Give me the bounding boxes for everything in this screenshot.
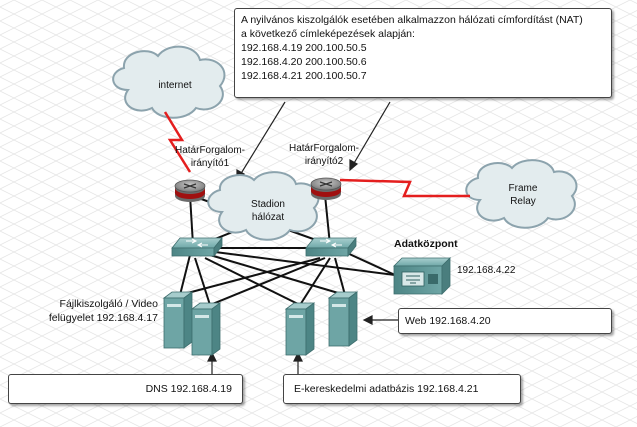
stadium-label: Stadion hálózat: [228, 198, 308, 224]
frame-relay-label-line1: Frame: [508, 183, 538, 194]
router2-label: HatárForgalom- irányító2: [264, 142, 384, 168]
link-sw2-dns: [209, 257, 326, 306]
pointer-line-router2: [349, 101, 391, 171]
datacenter-ip: 192.168.4.22: [457, 265, 516, 276]
ecommerce-callout-text: E-kereskedelmi adatbázis 192.168.4.21: [294, 383, 479, 395]
ecom-callout-arrowhead: [293, 351, 303, 362]
pointer-line-router1: [236, 101, 286, 181]
link-r1-sw1: [189, 194, 194, 246]
switch2-icon: [305, 236, 357, 258]
web-server-icon: [327, 291, 359, 347]
dns-callout-text: DNS 192.168.4.19: [145, 383, 232, 395]
file-video-server-icon: [162, 291, 194, 349]
frame-relay-label: Frame Relay: [488, 182, 558, 208]
pointer-arrowhead-router2: [349, 158, 359, 172]
nat-note-title-line2: a következő címleképezések alapján:: [241, 28, 415, 40]
router2-label-line2: irányító2: [304, 156, 344, 167]
wan-link-internet-r1: [163, 111, 192, 173]
datacenter-title: Adatközpont: [394, 238, 458, 250]
internet-cloud: [112, 45, 226, 119]
link-sw1-dc: [214, 251, 396, 276]
web-callout-arrowhead: [362, 315, 373, 325]
nat-mapping-2: 192.168.4.20 200.100.50.6: [241, 56, 367, 68]
file-video-server-label: Fájlkiszolgáló / Video felügyelet 192.16…: [8, 297, 158, 325]
nat-note-title-line1: A nyilvános kiszolgálók esetében alkalma…: [241, 14, 583, 26]
frame-relay-label-line2: Relay: [510, 196, 536, 207]
dns-server-icon: [190, 302, 222, 356]
nat-note-box: A nyilvános kiszolgálók esetében alkalma…: [234, 8, 612, 98]
frame-relay-cloud: [465, 159, 578, 229]
router2-label-line1: HatárForgalom-: [288, 143, 360, 154]
dns-callout-arrowhead: [207, 351, 217, 362]
nat-mapping-3: 192.168.4.21 200.100.50.7: [241, 70, 367, 82]
web-callout: Web 192.168.4.20: [398, 308, 612, 334]
dns-callout: DNS 192.168.4.19: [8, 374, 243, 404]
file-video-server-label-line1: Fájlkiszolgáló / Video: [59, 298, 158, 310]
link-sw2-fileserver: [179, 257, 321, 296]
wan-link-r2-framerelay: [339, 178, 470, 198]
internet-label: internet: [158, 80, 192, 91]
nat-mapping-1: 192.168.4.19 200.100.50.5: [241, 42, 367, 54]
router1-label-line2: irányító1: [190, 158, 230, 169]
ecommerce-server-icon: [284, 302, 316, 356]
router1-label: HatárForgalom- irányító1: [150, 144, 270, 170]
switch1-icon: [171, 236, 223, 258]
link-sw2-web: [334, 257, 346, 296]
ecommerce-callout: E-kereskedelmi adatbázis 192.168.4.21: [283, 374, 521, 404]
link-sw2-ecom: [299, 257, 331, 306]
link-sw1-fileserver: [179, 254, 191, 296]
router1-icon: [174, 179, 206, 202]
link-r2-sw2: [324, 194, 331, 246]
stadium-label-line1: Stadion: [251, 199, 285, 210]
link-sw1-ecom: [204, 257, 301, 306]
file-video-server-label-line2: felügyelet 192.168.4.17: [48, 312, 158, 324]
router1-label-line1: HatárForgalom-: [174, 145, 246, 156]
link-sw1-dns: [194, 257, 211, 306]
callout-arrows: [207, 315, 400, 375]
link-sw1-web: [209, 254, 346, 296]
router2-icon: [310, 177, 342, 200]
stadium-label-line2: hálózat: [251, 212, 285, 223]
datacenter-icon: [393, 257, 451, 295]
web-callout-text: Web 192.168.4.20: [405, 315, 491, 327]
link-sw2-dc: [344, 251, 396, 276]
